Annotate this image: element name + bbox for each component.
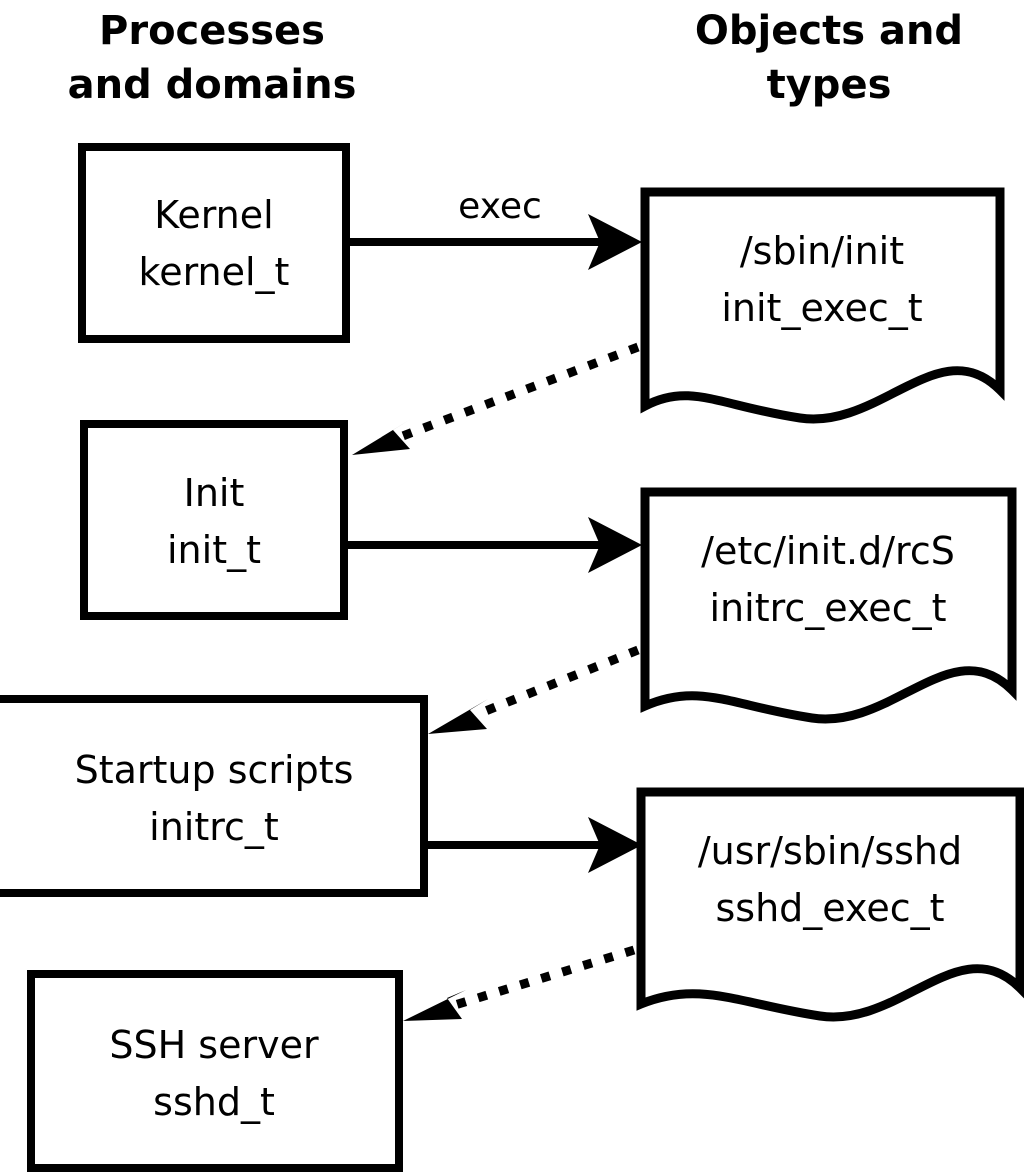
object-node-init-exec-type: init_exec_t [721, 286, 922, 330]
process-node-sshd-name: SSH server [109, 1023, 319, 1067]
object-node-sshd-exec-document[interactable] [636, 787, 1024, 1022]
arrowhead-initrc-exec-sshd [588, 817, 642, 873]
object-node-init-exec-document[interactable] [640, 187, 1005, 424]
process-node-initrc-box[interactable] [0, 695, 428, 897]
edge-init-exec-transition-init [352, 342, 640, 455]
process-node-init-name: Init [184, 471, 245, 515]
column-header-right-line2: types [767, 62, 892, 108]
column-header-right-line1: Objects and [695, 8, 963, 54]
column-header-left: Processes and domains [68, 8, 357, 108]
process-node-init[interactable]: Init init_t [80, 420, 348, 620]
process-node-initrc-type: initrc_t [149, 805, 279, 849]
object-node-init-exec-path: /sbin/init [740, 229, 904, 273]
object-node-initrc-exec-document[interactable] [640, 487, 1017, 724]
arrowhead-init-exec-initrc [588, 517, 642, 573]
arrowhead-init-exec-transition-init [352, 419, 411, 455]
object-node-initrc-exec[interactable]: /etc/init.d/rcS initrc_exec_t [640, 487, 1017, 724]
edge-initrc-exec-transition-initrc [428, 645, 640, 734]
edge-sshd-exec-transition-sshd [403, 945, 636, 1021]
object-node-initrc-exec-type: initrc_exec_t [710, 586, 947, 630]
arrowhead-sshd-exec-transition-sshd [403, 990, 466, 1021]
column-header-left-line1: Processes [99, 8, 325, 54]
process-node-kernel-name: Kernel [154, 193, 273, 237]
column-header-right: Objects and types [695, 8, 963, 108]
process-node-sshd[interactable]: SSH server sshd_t [27, 970, 403, 1172]
object-node-initrc-exec-path: /etc/init.d/rcS [701, 529, 955, 573]
process-node-sshd-type: sshd_t [153, 1080, 275, 1124]
process-node-initrc-name: Startup scripts [75, 748, 354, 792]
arrowhead-initrc-exec-transition-initrc [428, 699, 488, 734]
process-node-init-box[interactable] [80, 420, 348, 620]
edge-kernel-exec-init: exec [350, 186, 642, 270]
edge-line-initrc-exec-transition-initrc [476, 645, 640, 719]
object-node-init-exec[interactable]: /sbin/init init_exec_t [640, 187, 1005, 424]
process-node-kernel-type: kernel_t [139, 250, 290, 294]
column-header-left-line2: and domains [68, 62, 357, 108]
arrowhead-kernel-exec-init [588, 214, 642, 270]
object-node-sshd-exec[interactable]: /usr/sbin/sshd sshd_exec_t [636, 787, 1024, 1022]
process-node-sshd-box[interactable] [27, 970, 403, 1172]
edge-label-exec: exec [458, 186, 542, 227]
object-node-sshd-exec-type: sshd_exec_t [715, 886, 944, 930]
edge-init-exec-initrc [348, 517, 642, 573]
edge-initrc-exec-sshd [428, 817, 642, 873]
process-node-initrc[interactable]: Startup scripts initrc_t [0, 695, 428, 897]
process-node-kernel-box[interactable] [78, 143, 350, 343]
edge-line-sshd-exec-transition-sshd [453, 945, 636, 1010]
edge-line-init-exec-transition-init [398, 342, 640, 442]
process-node-init-type: init_t [167, 528, 261, 572]
process-node-kernel[interactable]: Kernel kernel_t [78, 143, 350, 343]
object-node-sshd-exec-path: /usr/sbin/sshd [698, 829, 962, 873]
